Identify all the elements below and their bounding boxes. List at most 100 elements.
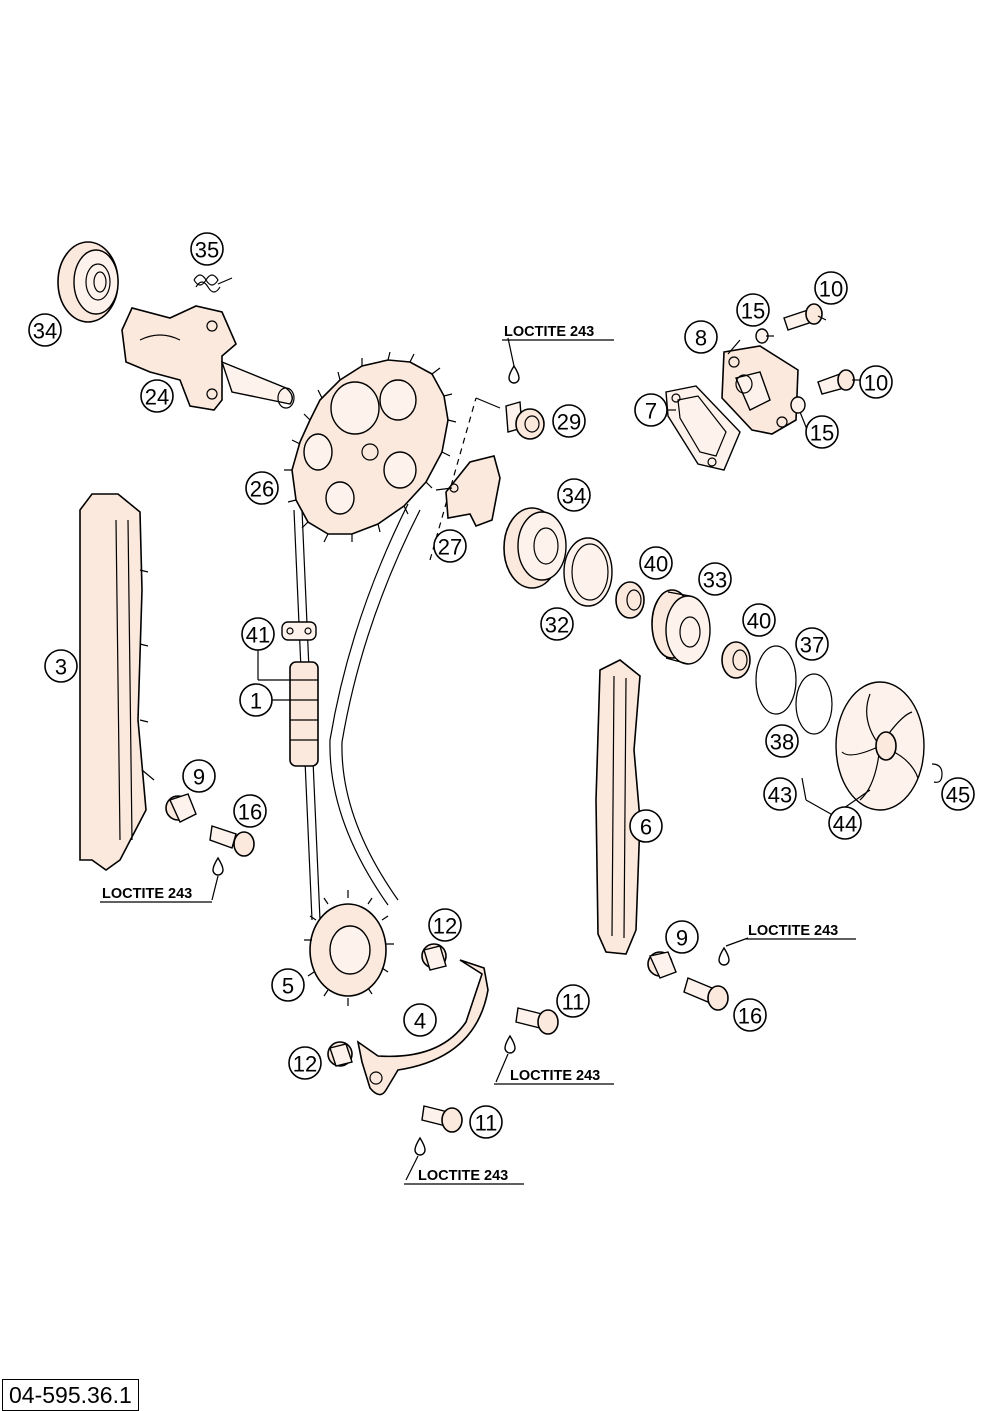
svg-text:37: 37 <box>800 633 824 658</box>
callout-8: 8 <box>684 320 718 354</box>
svg-text:26: 26 <box>250 477 274 502</box>
svg-text:43: 43 <box>768 783 792 808</box>
svg-text:40: 40 <box>747 609 771 634</box>
svg-text:8: 8 <box>695 326 707 351</box>
callout-43: 43 <box>763 777 797 811</box>
callout-5: 5 <box>271 968 305 1002</box>
bushing-12-upper <box>421 943 447 971</box>
bolt-11-lower <box>421 1105 463 1133</box>
callout-9-left: 9 <box>182 759 216 793</box>
gasket-7 <box>665 385 741 471</box>
loctite-drop-1 <box>507 337 520 384</box>
callout-11-lower: 11 <box>469 1105 503 1139</box>
pulley-33 <box>651 589 711 665</box>
bolt-11-upper <box>515 1007 559 1035</box>
callout-33: 33 <box>698 562 732 596</box>
callout-11-upper: 11 <box>556 984 590 1018</box>
bearing-40-right <box>721 641 751 679</box>
callout-9-right: 9 <box>665 920 699 954</box>
callout-12-lower: 12 <box>288 1046 322 1080</box>
callout-44: 44 <box>828 806 862 840</box>
svg-text:33: 33 <box>703 568 727 593</box>
svg-text:15: 15 <box>741 299 765 324</box>
chain-guide-4 <box>356 959 489 1096</box>
guide-rail-6 <box>595 659 641 955</box>
svg-text:29: 29 <box>557 410 581 435</box>
callout-3: 3 <box>44 649 78 683</box>
callout-34-upper: 34 <box>28 313 62 347</box>
callout-12-upper: 12 <box>428 908 462 942</box>
callout-34-center: 34 <box>557 478 591 512</box>
svg-text:12: 12 <box>293 1052 317 1077</box>
loctite-note: LOCTITE 243 <box>748 923 838 939</box>
loctite-drop-5 <box>405 1136 426 1181</box>
callout-29: 29 <box>552 404 586 438</box>
callout-40-lower: 40 <box>742 603 776 637</box>
svg-text:11: 11 <box>562 990 585 1015</box>
svg-text:44: 44 <box>833 812 857 837</box>
callout-27: 27 <box>433 529 467 563</box>
bearing-34-center <box>503 507 567 589</box>
callout-1: 1 <box>239 683 273 717</box>
callout-38: 38 <box>765 724 799 758</box>
callout-7: 7 <box>634 393 668 427</box>
callout-41: 41 <box>241 617 275 651</box>
bolt-16-right <box>683 977 729 1011</box>
svg-text:3: 3 <box>55 655 67 680</box>
spring-35 <box>193 274 233 293</box>
loctite-note: LOCTITE 243 <box>510 1068 600 1084</box>
svg-text:1: 1 <box>250 689 262 714</box>
svg-text:35: 35 <box>195 238 219 263</box>
loctite-note: LOCTITE 243 <box>418 1168 508 1184</box>
ring-32 <box>563 537 613 607</box>
svg-text:12: 12 <box>433 914 457 939</box>
callout-15-lower: 15 <box>805 415 839 449</box>
loctite-drop-4 <box>495 1034 516 1083</box>
bearing-34-upper <box>57 241 119 323</box>
svg-text:10: 10 <box>819 277 843 302</box>
tensioner-8 <box>721 345 799 435</box>
bushing-9-left <box>165 793 197 823</box>
callout-32: 32 <box>540 607 574 641</box>
bushing-12-lower <box>327 1041 353 1067</box>
loctite-drop-3 <box>718 937 749 966</box>
svg-text:7: 7 <box>645 399 657 424</box>
svg-text:45: 45 <box>946 783 970 808</box>
callout-10-upper: 10 <box>814 271 848 305</box>
svg-text:32: 32 <box>545 613 569 638</box>
callout-40-upper: 40 <box>639 546 673 580</box>
bolt-10-lower <box>817 369 855 395</box>
svg-text:34: 34 <box>562 484 586 509</box>
svg-text:24: 24 <box>145 385 169 410</box>
callout-10-lower: 10 <box>859 365 893 399</box>
circlip-45 <box>931 763 943 783</box>
washer-15-lower <box>790 396 806 414</box>
loctite-note: LOCTITE 243 <box>504 324 594 340</box>
cam-sprocket-26 <box>284 351 457 543</box>
svg-text:15: 15 <box>810 421 834 446</box>
chain-guide-27 <box>435 455 501 528</box>
svg-text:11: 11 <box>475 1111 498 1136</box>
bolt-10-upper <box>783 303 823 331</box>
loctite-note: LOCTITE 243 <box>102 886 192 902</box>
callout-6: 6 <box>629 809 663 843</box>
svg-text:5: 5 <box>282 974 294 999</box>
o-ring-37 <box>755 645 797 715</box>
callout-15-upper: 15 <box>736 293 770 327</box>
diagram-reference-code: 04-595.36.1 <box>2 1379 139 1411</box>
callout-45: 45 <box>941 777 975 811</box>
callout-16-left: 16 <box>233 794 267 828</box>
bolt-16-left <box>209 825 255 857</box>
callout-26: 26 <box>245 471 279 505</box>
o-ring-38 <box>795 673 833 735</box>
impeller-44 <box>835 681 925 811</box>
crank-sprocket-5 <box>304 890 394 1006</box>
master-link-41 <box>281 621 317 641</box>
svg-text:38: 38 <box>770 730 794 755</box>
svg-text:6: 6 <box>640 815 652 840</box>
callout-24: 24 <box>140 379 174 413</box>
svg-text:40: 40 <box>644 552 668 577</box>
svg-text:34: 34 <box>33 319 57 344</box>
svg-text:10: 10 <box>864 371 888 396</box>
